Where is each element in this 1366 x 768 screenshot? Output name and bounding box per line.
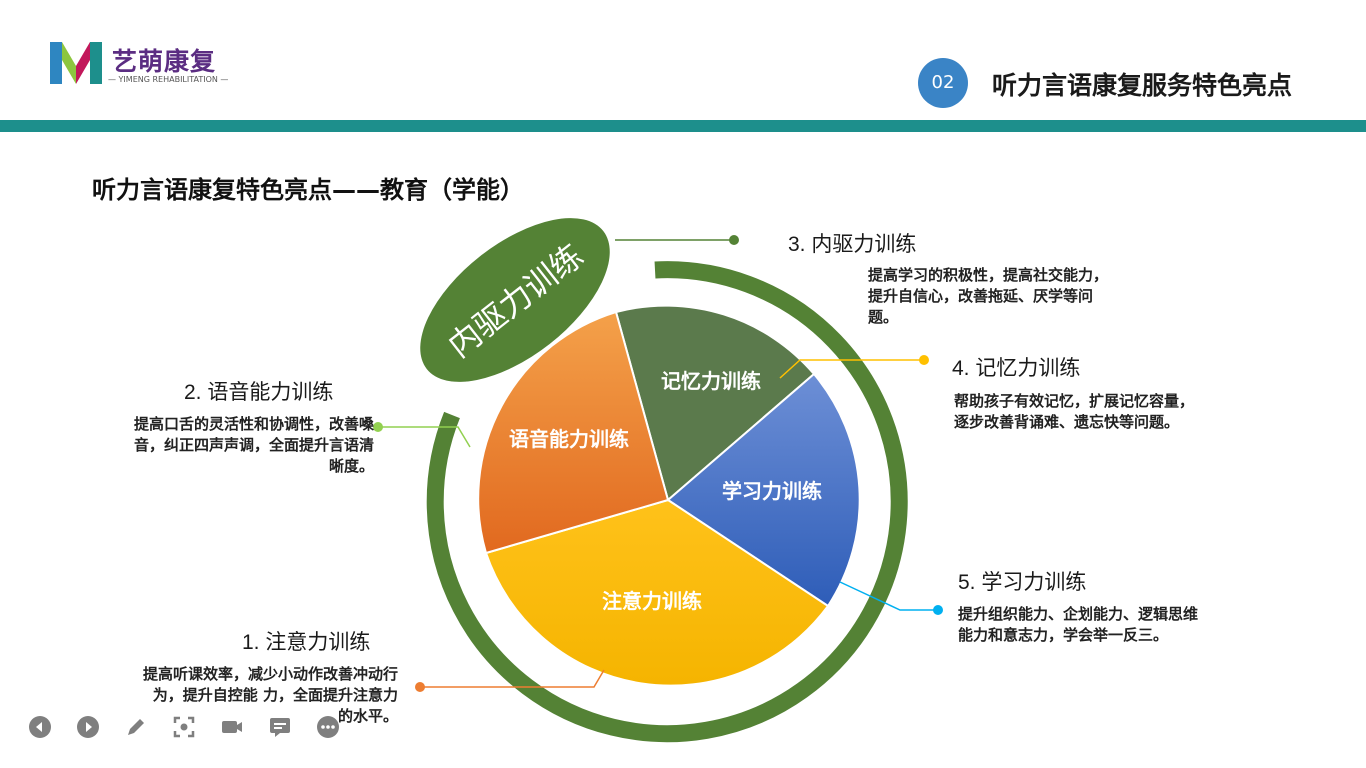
camera-button[interactable] [218, 713, 246, 741]
pie-slice-memory [614, 304, 816, 502]
connector-dot-1 [415, 682, 425, 692]
subtitle-button[interactable] [266, 713, 294, 741]
presentation-toolbar [26, 712, 342, 742]
connector-dot-5 [933, 605, 943, 615]
pie-slice-attention [484, 498, 830, 687]
item-desc-5: 提升组织能力、企划能力、逻辑思维能力和意志力，学会举一反三。 [958, 605, 1199, 644]
zoom-icon [173, 716, 195, 738]
pie-label-memory: 记忆力训练 [661, 369, 761, 393]
connector-line-2 [378, 426, 471, 448]
pie-label-speech: 语音能力训练 [509, 427, 629, 451]
item-heading-4: 4. 记忆力训练 [952, 357, 1081, 380]
next-icon [77, 716, 99, 738]
prev-icon [29, 716, 51, 738]
pie-label-attention: 注意力训练 [602, 589, 702, 613]
prev-slide-button[interactable] [26, 713, 54, 741]
camera-icon [222, 721, 242, 733]
pen-button[interactable] [122, 713, 150, 741]
more-button[interactable] [314, 713, 342, 741]
logo-mark-icon [50, 42, 102, 84]
connector-dot-4 [919, 355, 929, 365]
logo-subtitle: — YIMENG REHABILITATION — [108, 75, 229, 84]
item-desc-2: 提高口舌的灵活性和协调性，改善嗓音，纠正四声声调，全面提升言语清晰度。 [134, 415, 375, 475]
pie-slice-speech [477, 310, 670, 555]
more-icon [317, 716, 339, 738]
logo: 艺萌康复 — YIMENG REHABILITATION — [48, 40, 238, 90]
next-slide-button[interactable] [74, 713, 102, 741]
item-desc-3: 提高学习的积极性，提高社交能力，提升自信心，改善拖延、厌学等问题。 [868, 266, 1109, 326]
header-divider [0, 120, 1366, 132]
item-heading-1: 1. 注意力训练 [242, 631, 371, 654]
logo-text: 艺萌康复 [112, 47, 217, 76]
section-title: 听力言语康复服务特色亮点 [992, 71, 1293, 100]
pie-label-learning: 学习力训练 [722, 479, 822, 503]
pen-icon [128, 719, 144, 735]
connector-dot-3 [729, 235, 739, 245]
zoom-button[interactable] [170, 713, 198, 741]
item-heading-3: 3. 内驱力训练 [788, 233, 917, 256]
connector-line-5 [839, 581, 938, 611]
item-heading-5: 5. 学习力训练 [958, 571, 1087, 594]
item-heading-2: 2. 语音能力训练 [184, 381, 334, 404]
section-number-badge: 02 [918, 58, 968, 108]
connector-line-4 [779, 359, 924, 379]
item-desc-1: 提高听课效率，减少小动作改善冲动行为，提升自控能 力，全面提升注意力的水平。 [142, 665, 398, 725]
item-desc-4: 帮助孩子有效记忆，扩展记忆容量，逐步改善背诵难、遗忘快等问题。 [954, 392, 1195, 431]
slide-title: 听力言语康复特色亮点——教育（学能） [92, 176, 524, 204]
connector-dot-2 [373, 422, 383, 432]
connector-line-1 [420, 669, 605, 688]
subtitle-icon [270, 718, 290, 737]
ring-arc [426, 261, 908, 743]
